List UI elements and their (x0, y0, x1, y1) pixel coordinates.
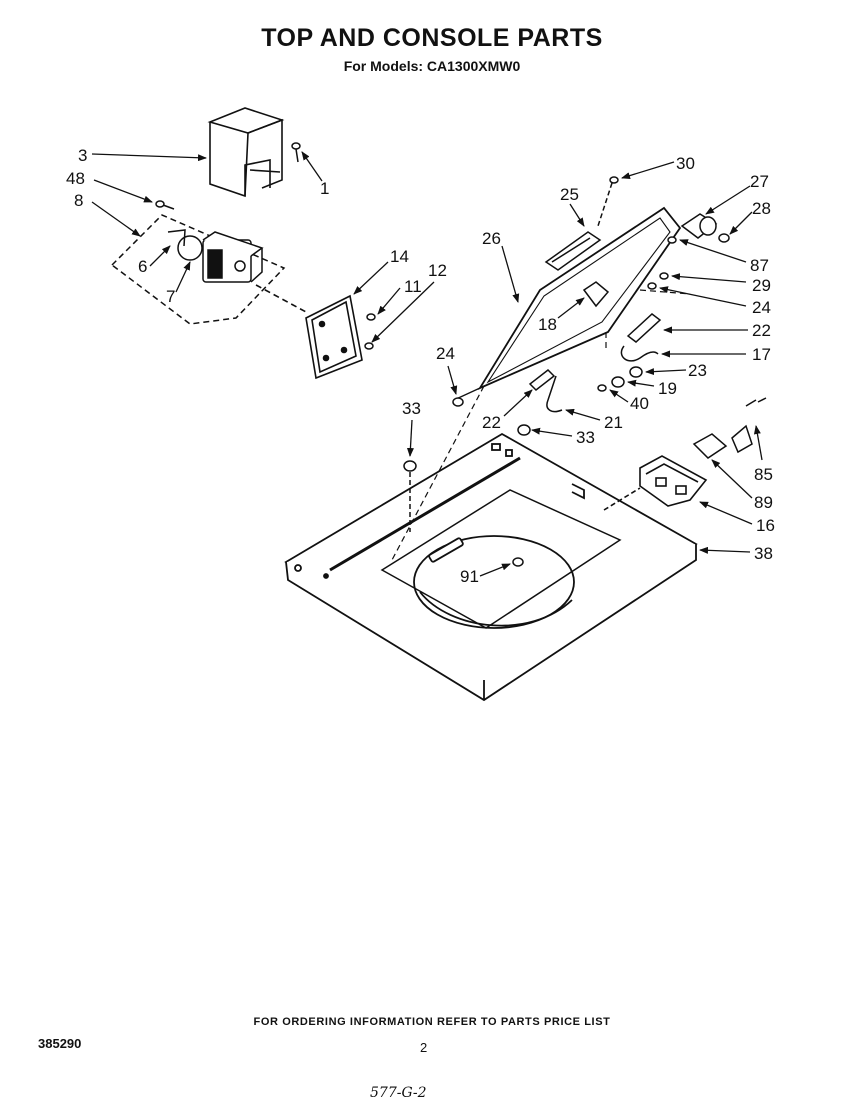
screw-part-30 (597, 176, 619, 227)
callout-33-left: 33 (402, 399, 421, 418)
screw-part-24-upper (647, 282, 657, 290)
screw-part-28 (718, 233, 730, 243)
mounting-plate-part (255, 284, 363, 380)
callout-11: 11 (404, 277, 422, 296)
callout-30: 30 (676, 154, 695, 173)
lid-switch-part-89 (692, 433, 728, 459)
callout-6: 6 (138, 257, 147, 276)
callout-28: 28 (752, 199, 771, 218)
handwritten-code: 577-G-2 (370, 1085, 427, 1101)
screw-part-91 (512, 557, 524, 567)
callout-26: 26 (482, 229, 501, 248)
callout-19: 19 (658, 379, 677, 398)
lid-switch-housing-part-16 (603, 455, 708, 511)
callout-1: 1 (320, 179, 329, 198)
washer-top-part (284, 432, 698, 702)
document-number: 385290 (38, 1036, 82, 1051)
timer-assembly-part (110, 214, 286, 325)
bushing-part-23 (629, 366, 643, 378)
lid-switch-actuator-part-22-lower (528, 369, 556, 391)
ordering-note: FOR ORDERING INFORMATION REFER TO PARTS … (253, 1016, 611, 1028)
page-number: 2 (420, 1040, 428, 1055)
console-cover-part (207, 107, 285, 198)
bumper-part-27 (680, 213, 718, 239)
callout-85: 85 (754, 465, 773, 484)
callout-24-upper: 24 (752, 298, 771, 317)
model-subtitle: For Models: CA1300XMW0 (343, 58, 521, 74)
callout-87: 87 (750, 256, 769, 275)
callout-48: 48 (66, 169, 85, 188)
callout-91: 91 (460, 567, 479, 586)
screw-part-24-lower (452, 397, 464, 407)
callout-89: 89 (754, 493, 773, 512)
callout-18: 18 (538, 315, 557, 334)
callout-23: 23 (688, 361, 707, 380)
lid-switch-spring-part-17 (620, 345, 659, 362)
callout-14: 14 (390, 247, 409, 266)
screw-part-11 (366, 313, 376, 321)
callout-22-lower: 22 (482, 413, 501, 432)
bumper-part-33-left (403, 460, 417, 532)
callout-25: 25 (560, 185, 579, 204)
callout-leaders (91, 151, 763, 577)
callout-16: 16 (756, 516, 775, 535)
lid-hinge-part-18 (582, 281, 610, 308)
callout-24-lower: 24 (436, 344, 455, 363)
callout-22-upper: 22 (752, 321, 771, 340)
callout-numbers: 3 1 48 8 6 7 14 11 12 30 25 26 27 28 87 … (66, 146, 775, 586)
callout-29: 29 (752, 276, 771, 295)
lid-switch-actuator-part-22 (626, 313, 662, 343)
screw-part-29 (659, 272, 669, 280)
spacer-part-19 (611, 376, 625, 388)
callout-21: 21 (604, 413, 623, 432)
hinge-pin-part-87 (667, 236, 677, 244)
bumper-part-33-right (517, 424, 531, 436)
callout-12: 12 (428, 261, 447, 280)
callout-40: 40 (630, 394, 649, 413)
wire-harness-part-85 (731, 397, 767, 454)
callout-7: 7 (166, 287, 175, 306)
callout-27: 27 (750, 172, 769, 191)
callout-3: 3 (78, 146, 87, 165)
callout-17: 17 (752, 345, 771, 364)
screw-part-48 (155, 200, 175, 210)
callout-38: 38 (754, 544, 773, 563)
screw-part-1 (291, 142, 301, 163)
lid-handle-part-25 (544, 231, 602, 271)
callout-8: 8 (74, 191, 83, 210)
screw-part-12 (364, 342, 374, 350)
lid-switch-rod-part-21 (546, 375, 563, 413)
washer-part-40 (597, 384, 607, 392)
callout-33-right: 33 (576, 428, 595, 447)
page-title: TOP AND CONSOLE PARTS (261, 24, 603, 52)
